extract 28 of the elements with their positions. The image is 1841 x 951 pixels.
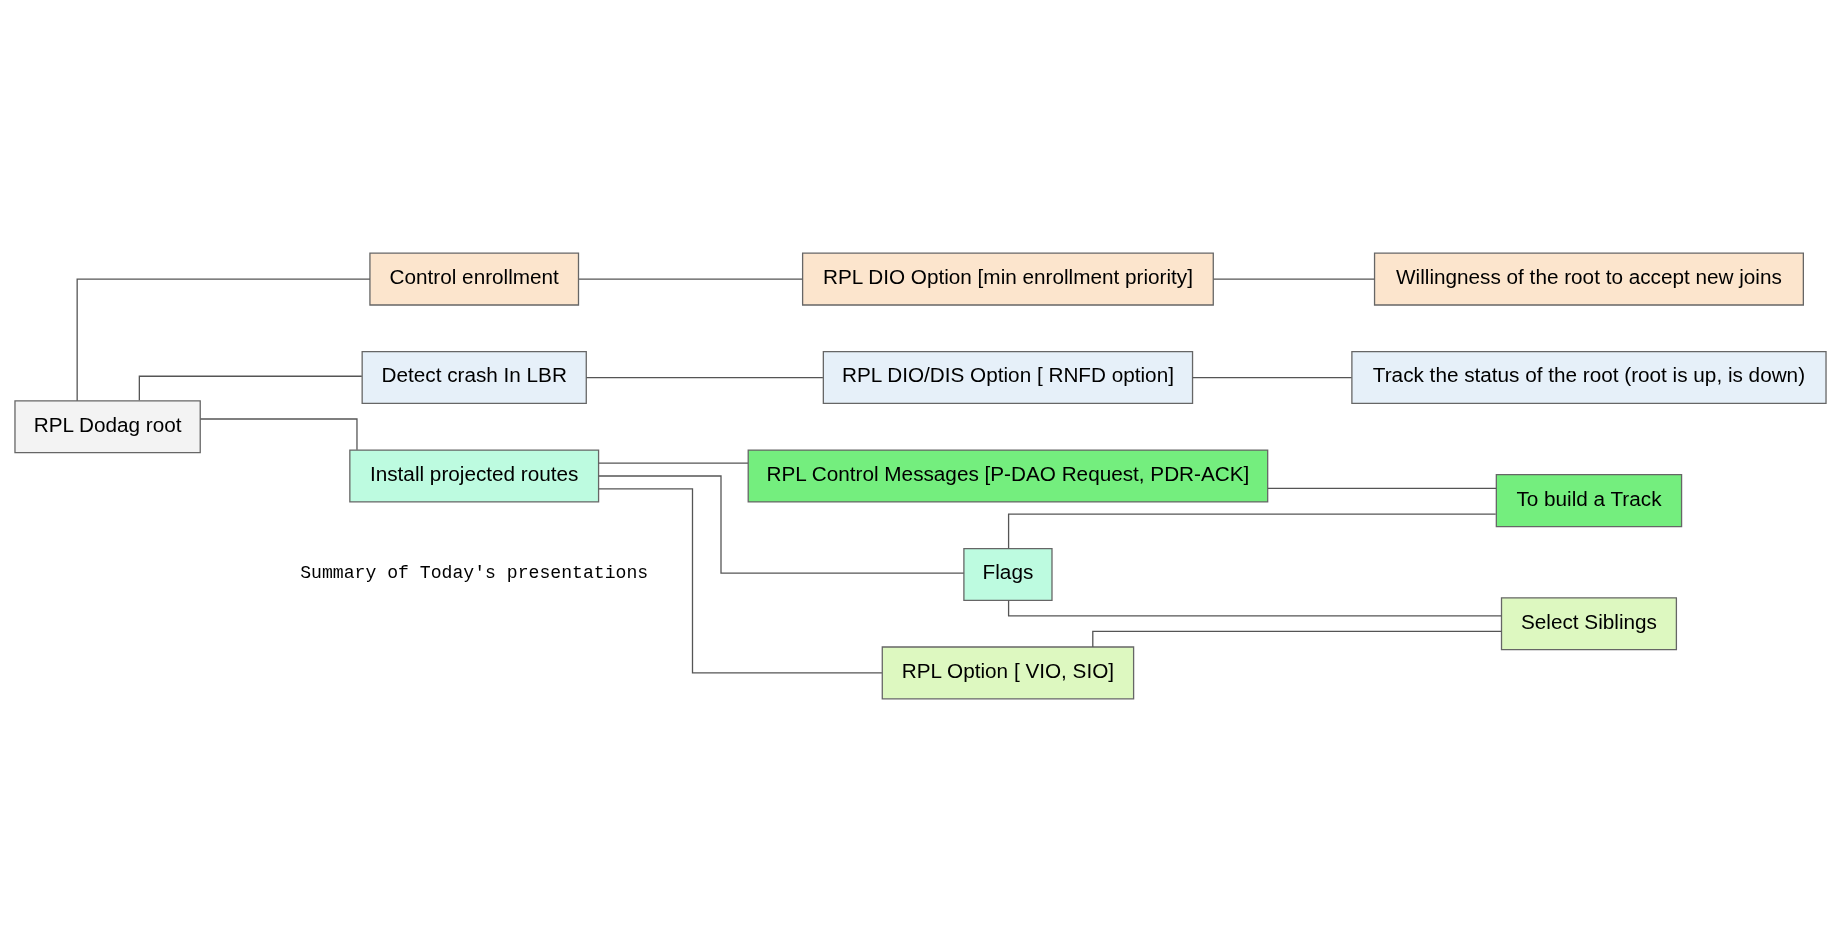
- connector: [199, 417, 358, 450]
- node-box: Control enrollment: [369, 252, 580, 306]
- node-box: Willingness of the root to accept new joins: [1373, 252, 1804, 306]
- node-box: Detect crash In LBR: [361, 350, 587, 404]
- connector: [1007, 599, 1503, 617]
- connector: [598, 461, 749, 464]
- connector: [1007, 513, 1497, 549]
- node-box: Install projected routes: [349, 448, 600, 503]
- connector: [598, 487, 883, 674]
- connector: [76, 277, 371, 401]
- node-box: To build a Track: [1495, 473, 1683, 527]
- node-box: Track the status of the root (root is up, is down): [1351, 350, 1827, 404]
- connector: [1191, 376, 1353, 378]
- node-box: RPL Option [ VIO, SIO]: [881, 645, 1135, 699]
- node-box: RPL DIO Option [min enrollment priority]: [801, 252, 1214, 306]
- node-box: Select Siblings: [1500, 596, 1678, 650]
- node-box: RPL DIO/DIS Option [ RNFD option]: [822, 350, 1194, 404]
- connector: [578, 277, 803, 280]
- label: Summary of Today's presentations: [300, 562, 649, 583]
- node-box: RPL Dodag root: [14, 399, 201, 453]
- connector: [138, 375, 363, 401]
- connector: [598, 474, 965, 574]
- connector: [1267, 487, 1497, 489]
- connector: [1092, 630, 1503, 648]
- node-box: Flags: [963, 547, 1053, 601]
- connector: [585, 376, 824, 378]
- node-box: RPL Control Messages [P-DAO Request, PDR-ACK]: [747, 448, 1269, 503]
- connector: [1212, 277, 1375, 280]
